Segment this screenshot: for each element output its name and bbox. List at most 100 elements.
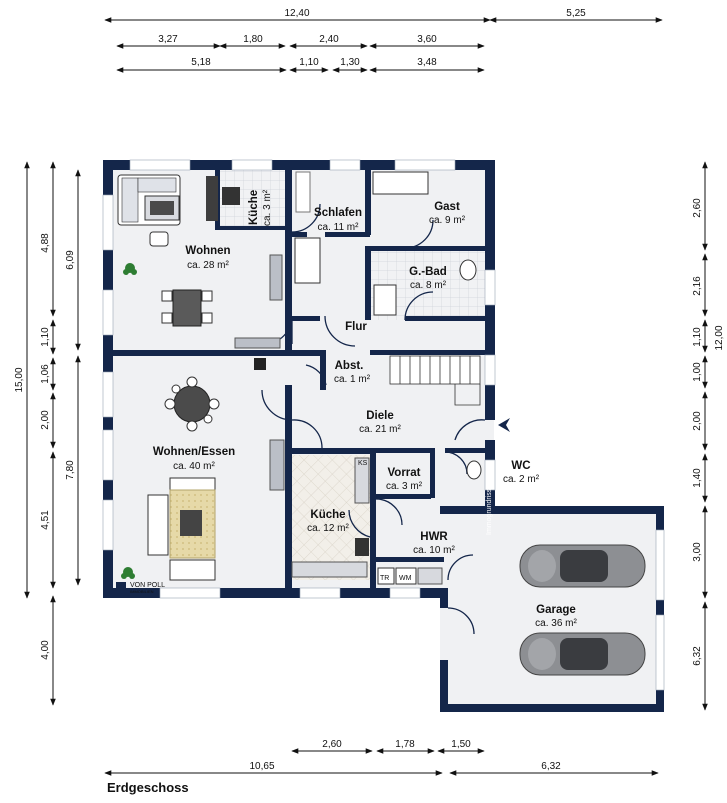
dining-set-icon bbox=[161, 289, 213, 327]
dim-left-e: 4,51 bbox=[40, 510, 51, 530]
dim-top-f: 1,10 bbox=[299, 57, 319, 68]
room-kueche-oben-area: ca. 3 m² bbox=[262, 189, 273, 226]
fixture-tr-label: TR bbox=[380, 575, 389, 582]
dim-bottom-total: 10,65 bbox=[249, 761, 274, 772]
room-gbad-area: ca. 8 m² bbox=[410, 280, 447, 291]
room-kueche-oben-name: Küche bbox=[248, 190, 260, 225]
dim-bottom-c: 1,50 bbox=[451, 739, 471, 750]
dim-left-c: 1,06 bbox=[40, 364, 51, 384]
dim-top-e: 5,18 bbox=[191, 57, 211, 68]
shower-icon bbox=[373, 284, 397, 316]
dim-right-f: 1,40 bbox=[692, 468, 703, 488]
dimension-lines-bottom: 2,60 1,78 1,50 10,65 6,32 bbox=[104, 739, 659, 776]
entrance-arrow-icon bbox=[498, 418, 510, 432]
dim-bottom-a: 2,60 bbox=[322, 739, 342, 750]
room-wohnen-essen-name: Wohnen/Essen bbox=[153, 446, 235, 458]
dim-bottom-b: 1,78 bbox=[395, 739, 415, 750]
logo-text: VON POLL bbox=[130, 582, 165, 589]
dim-bottom-garage: 6,32 bbox=[541, 761, 561, 772]
bed-gast-icon bbox=[372, 171, 429, 195]
dim-left-g: 6,09 bbox=[65, 250, 76, 270]
dim-top-d: 3,60 bbox=[417, 34, 437, 45]
car-icon bbox=[519, 544, 646, 588]
dim-left-h: 7,80 bbox=[65, 460, 76, 480]
fixture-ks-label: KS bbox=[358, 460, 368, 467]
room-labels: Wohnen ca. 28 m² Küche ca. 3 m² Schlafen… bbox=[153, 189, 578, 629]
logo: VON POLL IMMOBILIEN bbox=[116, 582, 165, 594]
room-diele-area: ca. 21 m² bbox=[359, 424, 401, 435]
dim-right-a: 2,60 bbox=[692, 198, 703, 218]
room-flur-name: Flur bbox=[345, 321, 367, 333]
room-schlafen-area: ca. 11 m² bbox=[318, 222, 360, 233]
wall-watermark-text: Immogrundriss bbox=[486, 488, 493, 535]
room-hwr-area: ca. 10 m² bbox=[413, 545, 455, 556]
table-lower-icon bbox=[180, 510, 202, 536]
stove-icon bbox=[355, 538, 369, 556]
room-wohnen-name: Wohnen bbox=[185, 245, 230, 257]
dim-left-d: 2,00 bbox=[40, 410, 51, 430]
room-wc-name: WC bbox=[511, 460, 530, 472]
room-garage-area: ca. 36 m² bbox=[535, 618, 577, 629]
dim-right-b: 2,16 bbox=[692, 276, 703, 296]
utility-counter-icon bbox=[417, 567, 443, 585]
dimension-lines-left: 15,00 4,88 1,10 1,06 2,00 4,51 4,00 6,09… bbox=[14, 161, 81, 706]
dim-top-garage: 5,25 bbox=[566, 8, 586, 19]
dim-left-b: 1,10 bbox=[40, 327, 51, 347]
floor-label: Erdgeschoss bbox=[107, 780, 189, 795]
room-gast-name: Gast bbox=[434, 201, 460, 213]
dimension-lines-right: 2,60 2,16 1,10 1,00 2,00 1,40 3,00 6,32 … bbox=[692, 161, 725, 711]
dim-right-d: 1,00 bbox=[692, 362, 703, 382]
room-vorrat-name: Vorrat bbox=[387, 467, 420, 479]
stairs-icon bbox=[389, 355, 481, 406]
dim-top-b: 1,80 bbox=[243, 34, 263, 45]
room-abst-area: ca. 1 m² bbox=[334, 374, 371, 385]
dim-top-a: 3,27 bbox=[158, 34, 178, 45]
fixture-wm-label: WM bbox=[399, 575, 412, 582]
dryer-icon bbox=[377, 567, 395, 585]
stove-upper-icon bbox=[222, 187, 240, 205]
dim-left-total: 15,00 bbox=[14, 367, 25, 392]
shelf-icon bbox=[269, 254, 283, 301]
dim-right-g: 3,00 bbox=[692, 542, 703, 562]
room-wc-area: ca. 2 m² bbox=[503, 474, 540, 485]
washer-icon bbox=[395, 567, 417, 585]
room-garage-name: Garage bbox=[536, 604, 576, 616]
sideboard-icon bbox=[234, 337, 281, 349]
windows bbox=[102, 159, 665, 691]
armchair-icon bbox=[149, 231, 169, 247]
dim-top-total: 12,40 bbox=[284, 8, 309, 19]
room-vorrat-area: ca. 3 m² bbox=[386, 481, 423, 492]
room-kueche-name: Küche bbox=[310, 509, 345, 521]
cabinet-lower-icon bbox=[269, 439, 285, 491]
room-wohnen-area: ca. 28 m² bbox=[187, 260, 229, 271]
furniture: VON POLL IMMOBILIEN bbox=[116, 171, 646, 676]
round-table-icon bbox=[164, 376, 220, 432]
dim-right-c: 1,10 bbox=[692, 327, 703, 347]
toilet-bath-icon bbox=[459, 259, 477, 281]
room-gast-area: ca. 9 m² bbox=[429, 215, 466, 226]
tv-cabinet-icon bbox=[206, 176, 218, 221]
room-gbad-name: G.-Bad bbox=[409, 266, 447, 278]
dim-left-a: 4,88 bbox=[40, 233, 51, 253]
sofa-lower-icon bbox=[147, 477, 216, 581]
dim-top-c: 2,40 bbox=[319, 34, 339, 45]
kitchen-counter-icon bbox=[291, 561, 368, 578]
dim-right-h: 6,32 bbox=[692, 646, 703, 666]
fridge-icon bbox=[354, 457, 370, 504]
plant-icon bbox=[123, 263, 137, 275]
chimney-icon bbox=[254, 358, 266, 370]
dim-top-g: 1,30 bbox=[340, 57, 360, 68]
dim-left-f: 4,00 bbox=[40, 640, 51, 660]
bed-schlafen-icon bbox=[294, 237, 321, 284]
room-diele-name: Diele bbox=[366, 410, 394, 422]
wardrobe-icon bbox=[295, 171, 311, 213]
toilet-wc-icon bbox=[466, 460, 482, 480]
room-schlafen-name: Schlafen bbox=[314, 207, 362, 219]
plant-lower-icon bbox=[121, 567, 135, 579]
room-abst-name: Abst. bbox=[335, 360, 364, 372]
dimension-lines-top: 12,40 5,25 3,27 1,80 2,40 3,60 5,18 1,10… bbox=[104, 8, 663, 73]
logo-subtext: IMMOBILIEN bbox=[130, 589, 154, 594]
coffee-table-icon bbox=[144, 195, 180, 221]
dim-right-total: 12,00 bbox=[714, 325, 725, 350]
